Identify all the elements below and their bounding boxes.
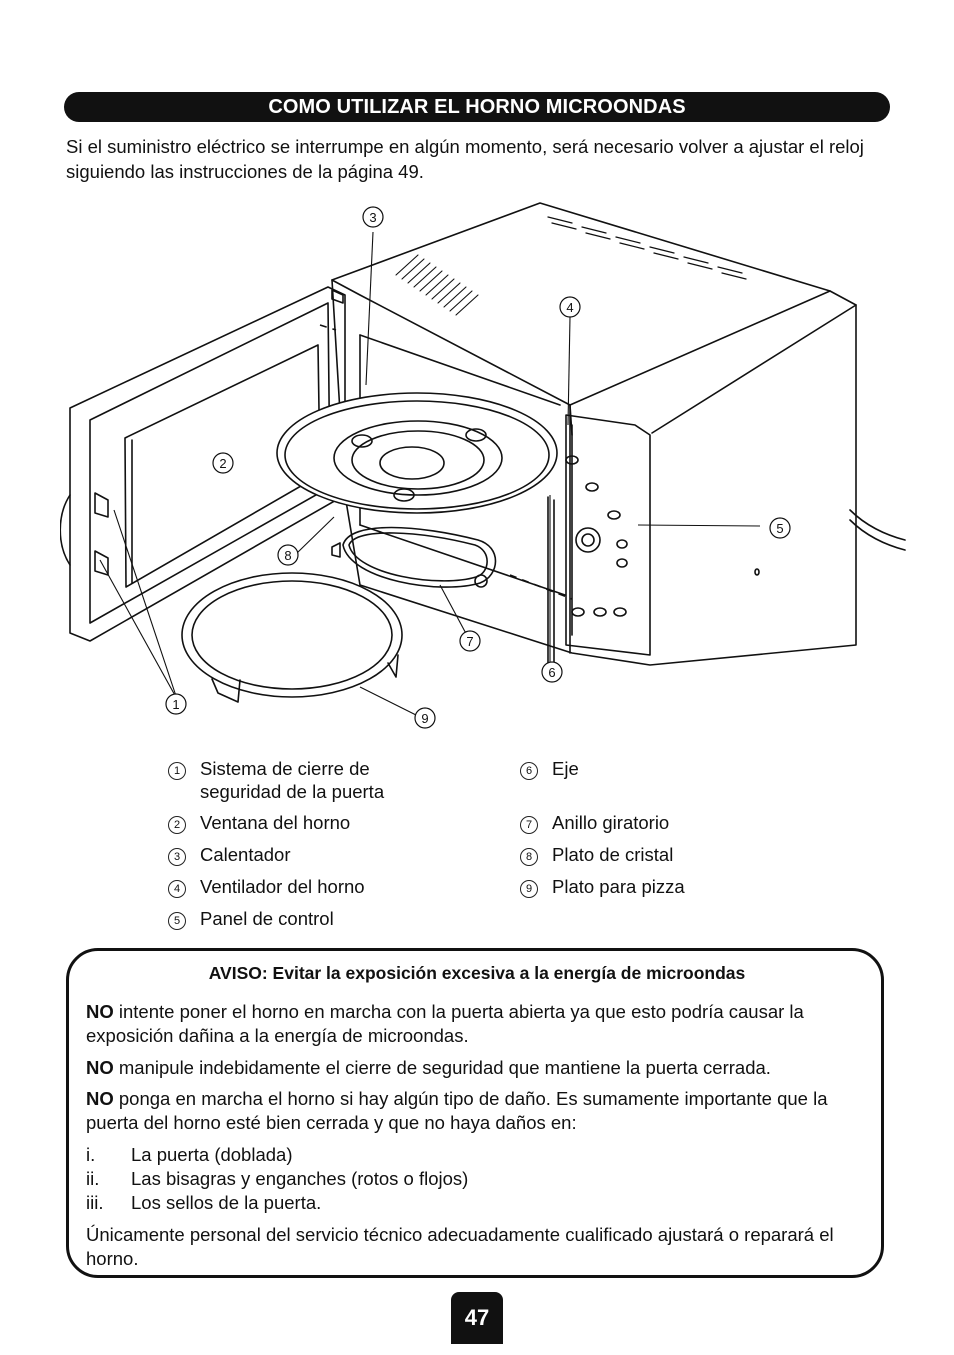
- control-panel-outline: [565, 414, 651, 656]
- list-text: La puerta (doblada): [131, 1144, 293, 1165]
- legend-text: Eje: [552, 758, 579, 779]
- warning-title: AVISO: Evitar la exposición excesiva a l…: [208, 963, 746, 983]
- warning-no-3: NO: [86, 1088, 114, 1109]
- warning-paragraph-1: NO intente poner el horno en marcha con …: [86, 1000, 876, 1048]
- callout-6: 6: [541, 661, 563, 683]
- callout-1-label: 1: [172, 697, 179, 712]
- legend-number: 9: [520, 880, 538, 898]
- damage-list-item: ii. Las bisagras y enganches (rotos o flo…: [86, 1167, 468, 1191]
- list-index: iii.: [86, 1192, 104, 1213]
- callout-3: 3: [362, 206, 384, 228]
- legend-item: 8 Plato de cristal: [520, 843, 673, 866]
- callout-9: 9: [414, 707, 436, 729]
- callout-4: 4: [559, 296, 581, 318]
- callout-2-label: 2: [219, 456, 226, 471]
- list-text: Los sellos de la puerta.: [131, 1192, 322, 1213]
- legend-text: Panel de control: [200, 908, 334, 929]
- warning-paragraph-4: Únicamente personal del servicio técnico…: [86, 1224, 834, 1269]
- legend-number: 6: [520, 762, 538, 780]
- warning-paragraph-2: NO manipule indebidamente el cierre de s…: [86, 1056, 876, 1080]
- intro-paragraph: Si el suministro eléctrico se interrumpe…: [66, 136, 864, 182]
- warning-text-3: ponga en marcha el horno si hay algún ti…: [86, 1088, 828, 1133]
- legend-number: 5: [168, 912, 186, 930]
- legend-text: Ventilador del horno: [200, 876, 365, 897]
- callout-7: 7: [459, 630, 481, 652]
- list-text: Las bisagras y enganches (rotos o flojos…: [131, 1168, 469, 1189]
- legend-text: Anillo giratorio: [552, 812, 670, 833]
- callout-2: 2: [212, 452, 234, 474]
- warning-no-1: NO: [86, 1001, 114, 1022]
- legend-number: 3: [168, 848, 186, 866]
- callout-5: 5: [769, 517, 791, 539]
- legend-text: Plato para pizza: [552, 876, 685, 897]
- legend-number: 1: [168, 762, 186, 780]
- legend-item: 5 Panel de control: [168, 907, 334, 930]
- legend-item: 7 Anillo giratorio: [520, 811, 669, 834]
- legend-number: 7: [520, 816, 538, 834]
- page-number-text: 47: [464, 1305, 490, 1330]
- warning-paragraph-3: NO ponga en marcha el horno si hay algún…: [86, 1087, 876, 1135]
- rotating-ring: [342, 526, 497, 588]
- legend-text: Sistema de cierre de seguridad de la pue…: [200, 758, 385, 802]
- callout-8: 8: [277, 544, 299, 566]
- list-index: i.: [86, 1144, 96, 1165]
- damage-list-item: iii. Los sellos de la puerta.: [86, 1191, 321, 1215]
- legend-item: 6 Eje: [520, 757, 579, 780]
- callout-4-label: 4: [566, 300, 573, 315]
- legend-item: 9 Plato para pizza: [520, 875, 685, 898]
- legend-item: 4 Ventilador del horno: [168, 875, 365, 898]
- legend-text: Plato de cristal: [552, 844, 674, 865]
- callout-5-label: 5: [776, 521, 783, 536]
- legend-item: 1 Sistema de cierre de seguridad de la p…: [168, 757, 418, 803]
- page-number: 47: [451, 1292, 503, 1344]
- glass-plate: [276, 392, 558, 514]
- microwave-diagram: 3 4 2 5 8 7 6 1 9: [60, 202, 906, 729]
- list-index: ii.: [86, 1168, 100, 1189]
- damage-list-item: i. La puerta (doblada): [86, 1143, 292, 1167]
- legend-number: 2: [168, 816, 186, 834]
- callout-8-label: 8: [284, 548, 291, 563]
- callout-7-label: 7: [466, 634, 473, 649]
- callout-3-label: 3: [369, 210, 376, 225]
- warning-text-2: manipule indebidamente el cierre de segu…: [113, 1057, 771, 1078]
- section-title: COMO UTILIZAR EL HORNO MICROONDAS: [268, 95, 686, 118]
- legend-item: 3 Calentador: [168, 843, 291, 866]
- warning-no-2: NO: [86, 1057, 114, 1078]
- callout-9-label: 9: [421, 711, 428, 726]
- callout-1: 1: [165, 693, 187, 715]
- warning-box: [66, 948, 884, 1278]
- legend-item: 2 Ventana del horno: [168, 811, 350, 834]
- callout-6-label: 6: [548, 665, 555, 680]
- section-title-bar: COMO UTILIZAR EL HORNO MICROONDAS: [64, 92, 890, 122]
- pizza-plate: [181, 572, 403, 698]
- legend-text: Ventana del horno: [200, 812, 351, 833]
- legend-number: 8: [520, 848, 538, 866]
- legend-text: Calentador: [200, 844, 291, 865]
- legend-number: 4: [168, 880, 186, 898]
- warning-text-1: intente poner el horno en marcha con la …: [86, 1001, 804, 1046]
